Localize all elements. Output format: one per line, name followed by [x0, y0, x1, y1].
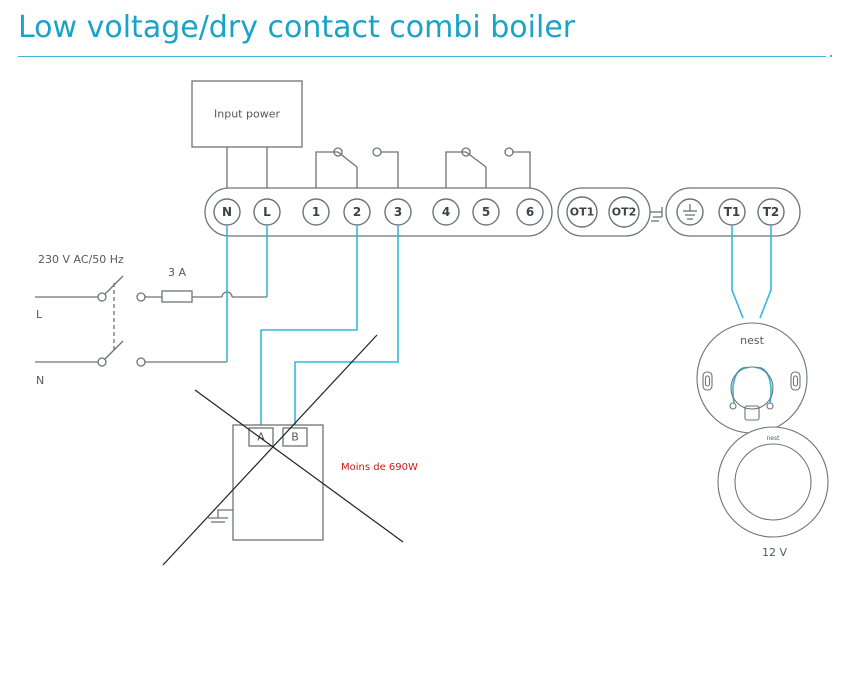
fuse-icon: [161, 290, 193, 303]
power-annotation: Moins de 690W: [341, 462, 418, 473]
wire-t1-t2-to-thermostat: [731, 226, 772, 404]
relay-terminal-b: [282, 427, 308, 447]
nest-base-plate: nest: [696, 322, 808, 434]
wire-3-to-b: [294, 226, 399, 428]
svg-text:4: 4: [442, 205, 450, 219]
supply-label: 230 V AC/50 Hz: [38, 253, 124, 266]
line-supply-wire: [35, 275, 267, 303]
terminal-ot2: OT2: [608, 196, 640, 228]
svg-text:A: A: [257, 431, 265, 444]
terminal-4: 4: [432, 198, 460, 226]
terminal-ot1: OT1: [566, 196, 598, 228]
terminal-2: 2: [343, 198, 371, 226]
terminal-t1: T1: [718, 198, 746, 226]
svg-text:T1: T1: [724, 205, 741, 219]
neutral-label: N: [36, 374, 44, 387]
input-power-label: Input power: [214, 108, 280, 121]
chassis-ground-icon: [650, 207, 663, 222]
title-divider-end-dot: [830, 55, 832, 57]
svg-text:3: 3: [394, 205, 402, 219]
nest-logo: nest: [740, 334, 764, 347]
cross-out-line-1: [194, 389, 404, 543]
terminal-6: 6: [516, 198, 544, 226]
neutral-supply-wire: [35, 340, 227, 367]
page-title: Low voltage/dry contact combi boiler: [18, 10, 576, 45]
terminal-5: 5: [472, 198, 500, 226]
wire-2-to-a: [260, 226, 358, 428]
svg-text:6: 6: [526, 205, 534, 219]
nest-thermostat: nest: [717, 426, 829, 538]
title-divider: [18, 56, 826, 57]
terminal-l: L: [253, 198, 281, 226]
terminal-n: N: [213, 198, 241, 226]
nest-logo-small: nest: [767, 435, 781, 442]
relay-contact-1-3: [315, 147, 399, 194]
input-power-box: Input power: [191, 80, 303, 194]
relay-terminal-a: [248, 427, 274, 447]
svg-text:OT2: OT2: [612, 206, 637, 219]
relay-contact-4-6: [445, 147, 531, 194]
svg-text:L: L: [263, 205, 271, 219]
terminal-3: 3: [384, 198, 412, 226]
svg-text:N: N: [222, 205, 232, 219]
terminal-t2: T2: [757, 198, 785, 226]
earth-ground-icon: [676, 198, 704, 226]
svg-text:1: 1: [312, 205, 320, 219]
svg-text:5: 5: [482, 205, 490, 219]
svg-text:T2: T2: [763, 205, 780, 219]
terminal-1: 1: [302, 198, 330, 226]
relay-module: A B: [208, 424, 324, 541]
svg-text:B: B: [291, 431, 299, 444]
svg-text:2: 2: [353, 205, 361, 219]
svg-text:OT1: OT1: [570, 206, 595, 219]
fuse-label: 3 A: [168, 266, 186, 279]
cross-out-line-2: [162, 334, 378, 566]
device-voltage-label: 12 V: [762, 546, 787, 559]
line-label: L: [36, 308, 43, 321]
main-terminal-block: [204, 187, 553, 237]
